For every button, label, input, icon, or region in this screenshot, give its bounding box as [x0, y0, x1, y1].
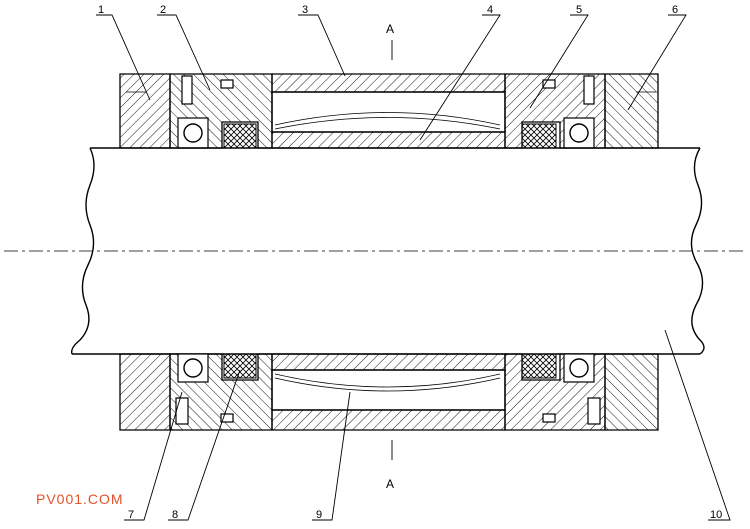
outer-sleeve-bottom	[271, 409, 506, 431]
right-bolt-top	[583, 75, 595, 105]
inner-sleeve-top	[271, 131, 506, 149]
label-part-1: 1	[98, 4, 104, 16]
label-part-9: 9	[316, 509, 322, 521]
left-bolt-top	[181, 75, 193, 105]
upper-half	[119, 73, 659, 149]
spring-top	[274, 112, 501, 126]
label-part-10: 10	[710, 509, 722, 521]
left-end-cover-top	[119, 73, 171, 149]
lower-half	[119, 353, 659, 431]
section-mark-top: A	[386, 22, 394, 36]
label-part-3: 3	[302, 4, 308, 16]
section-mark-bottom: A	[386, 477, 394, 491]
outer-sleeve-top	[271, 73, 506, 93]
label-part-5: 5	[576, 4, 582, 16]
left-end-cover-bottom	[119, 353, 171, 431]
left-seal-bottom	[223, 353, 257, 379]
right-seal-bottom	[521, 353, 557, 379]
label-part-6: 6	[672, 4, 678, 16]
right-end-cover-top	[604, 73, 659, 149]
label-part-2: 2	[160, 4, 166, 16]
watermark-text: PV001.COM	[36, 491, 124, 507]
label-part-4: 4	[487, 4, 493, 16]
left-bearing-top	[177, 117, 209, 149]
right-seal-top	[521, 123, 557, 149]
inner-sleeve-bottom	[271, 353, 506, 371]
left-seal-top	[223, 123, 257, 149]
label-part-8: 8	[172, 509, 178, 521]
right-bearing-bottom	[563, 353, 595, 383]
right-bolt-bottom	[587, 397, 601, 425]
right-bearing-top	[563, 117, 595, 149]
left-bolt-bottom	[175, 397, 189, 425]
left-bearing-bottom	[177, 353, 209, 383]
spring-bottom	[274, 373, 501, 388]
label-part-7: 7	[128, 509, 134, 521]
right-end-cover-bottom	[604, 353, 659, 431]
